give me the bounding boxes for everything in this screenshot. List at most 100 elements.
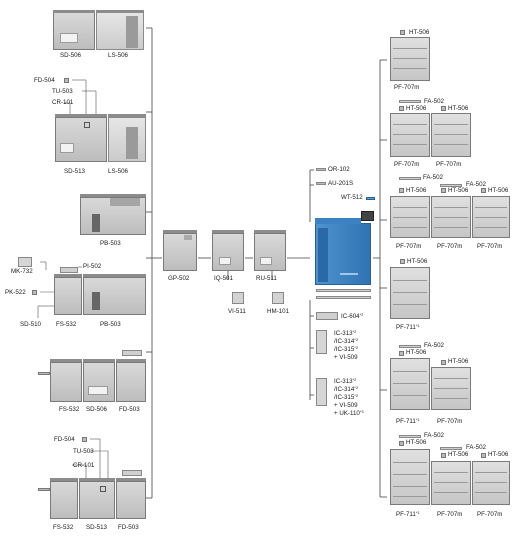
label-fd-504-2: FD-504: [54, 436, 75, 443]
label-fd-503: FD-503: [119, 406, 140, 413]
label-or-102: OR-102: [328, 166, 350, 173]
label-r-ht6c: HT-506: [488, 451, 509, 458]
or-102-unit: [316, 168, 326, 171]
label-r-fa3b: FA-502: [466, 181, 486, 188]
label-r-pf2b: PF-707m: [436, 161, 462, 168]
label-wt-512: WT-512: [341, 194, 363, 201]
ru-511-top: [254, 230, 286, 233]
mk-732-unit: [18, 257, 32, 267]
option-tray-1: [316, 289, 371, 292]
pi-502-tray: [60, 267, 78, 273]
ic-604-unit: [316, 312, 338, 320]
label-pi-502: PI-502: [83, 263, 102, 270]
pf-707m-unit-1: [390, 37, 430, 81]
label-pb-503-2: PB-503: [100, 321, 121, 328]
label-mk-732: MK-732: [11, 268, 33, 275]
label-r-ht6a: HT-506: [406, 439, 427, 446]
gp-502-hood: [184, 235, 192, 240]
iq-501-tray: [219, 257, 231, 265]
label-r-fa6b: FA-502: [466, 444, 486, 451]
sd-513-panel: [84, 122, 90, 128]
label-ic-group-b: IC-313*2 /IC-314*2 /IC-315*2 + VI-509 + …: [334, 377, 364, 418]
sd-506-tray-2: [88, 386, 108, 395]
fs-532-top-2: [50, 359, 82, 362]
sd-506-unit-2: [83, 362, 115, 402]
sd-513-unit: [55, 117, 107, 162]
fs-532-tray-2: [38, 372, 50, 375]
pf-711-unit-5a: [390, 358, 430, 410]
label-r-pf5b: PF-707m: [437, 418, 463, 425]
label-r-pf5a: PF-711*1: [396, 417, 420, 426]
control-panel: [361, 211, 374, 221]
label-r-ht5b: HT-506: [448, 358, 469, 365]
label-r-pf2a: PF-707m: [394, 161, 420, 168]
iq-501-top: [212, 230, 244, 233]
label-sd-513: SD-513: [64, 168, 85, 175]
pf-711-unit-4: [390, 267, 430, 319]
vi-511-unit: [232, 292, 244, 304]
label-ls-506: LS-506: [108, 52, 128, 59]
ht-506-icon-5b: [441, 360, 446, 365]
label-r-ht2a: HT-506: [406, 105, 427, 112]
label-vi-511: VI-511: [228, 308, 246, 315]
label-sd-506: SD-506: [60, 52, 81, 59]
label-r-ht2b: HT-506: [448, 105, 469, 112]
fd-504-icon: [64, 78, 69, 83]
ic-313-unit-b: [316, 378, 327, 406]
fd-503-top: [116, 359, 146, 362]
ht-506-icon-6a: [399, 441, 404, 446]
label-fd-504: FD-504: [34, 77, 55, 84]
ht-506-icon-3b: [441, 188, 446, 193]
fd-503-top-2: [116, 478, 146, 481]
label-iq-501: IQ-501: [214, 275, 233, 282]
au-201s-unit: [316, 182, 326, 185]
label-pk-522: PK-522: [5, 289, 26, 296]
fs-532-top: [54, 274, 82, 277]
label-r-ht1: HT-506: [409, 29, 430, 36]
pf-707m-unit-6c: [472, 461, 510, 505]
ht-506-icon-6c: [481, 453, 486, 458]
label-r-pf3b: PF-707m: [437, 243, 463, 250]
fs-532-unit-3: [50, 481, 78, 519]
label-r-ht4: HT-506: [407, 258, 428, 265]
sd-506-unit: [53, 12, 95, 50]
ht-506-icon-2b: [441, 106, 446, 111]
label-ic-604: IC-604*2: [341, 312, 364, 321]
ht-506-icon-3c: [481, 188, 486, 193]
label-r-ht5a: HT-506: [406, 349, 427, 356]
sd-506-tray: [60, 33, 78, 43]
label-r-fa2: FA-502: [424, 98, 444, 105]
gp-502-top: [163, 230, 197, 233]
ht-506-icon-3a: [399, 188, 404, 193]
label-r-pf4: PF-711*1: [396, 323, 420, 332]
label-fd-503-2: FD-503: [118, 524, 139, 531]
label-ls-506-2: LS-506: [108, 168, 128, 175]
label-ic-group-a: IC-313*2 /IC-314*2 /IC-315*2 + VI-509: [334, 329, 359, 362]
sd-513-top-2: [79, 478, 115, 481]
ru-511-tray: [260, 257, 272, 265]
ls-506-top-2: [108, 114, 146, 117]
ht-506-icon-2a: [399, 106, 404, 111]
pf-707m-unit-3c: [472, 196, 510, 238]
label-pb-503: PB-503: [100, 240, 121, 247]
sd-506-top-2: [83, 359, 115, 362]
label-r-pf3a: PF-707m: [396, 243, 422, 250]
pf-707m-unit-3a: [390, 196, 430, 238]
sd-513-unit-2: [79, 481, 115, 519]
fa-502-unit-5: [399, 345, 421, 348]
label-gp-502: GP-502: [168, 275, 190, 282]
fa-502-unit-2: [399, 100, 421, 103]
label-r-fa6a: FA-502: [424, 432, 444, 439]
label-r-fa3a: FA-502: [423, 174, 443, 181]
fd-503-tray: [122, 350, 142, 356]
main-engine-side: [318, 228, 328, 282]
ls-506-door: [126, 16, 138, 48]
option-tray-2: [316, 296, 371, 299]
label-cr-101-2: CR-101: [73, 462, 95, 469]
pb-503-top-2: [83, 274, 146, 277]
fa-502-unit-3a: [399, 177, 421, 180]
label-r-pf6c: PF-707m: [477, 511, 503, 518]
ls-506-top: [96, 10, 144, 13]
pf-707m-unit-5b: [431, 367, 471, 410]
